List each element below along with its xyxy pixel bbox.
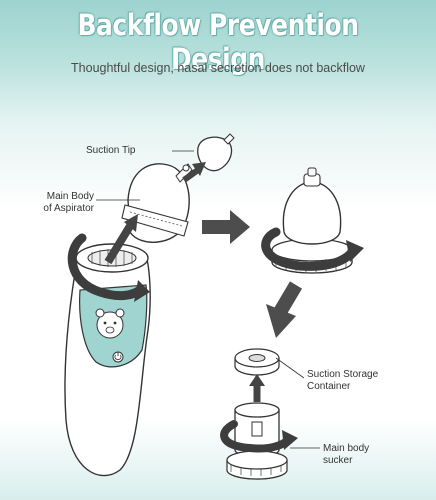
aspirator-head [121, 163, 193, 243]
arrow-right [202, 210, 250, 244]
label-storage-container: Suction Storage Container [307, 369, 378, 393]
arrow-up-to-head [104, 223, 134, 265]
rotate-arrow-bottom [220, 420, 298, 453]
label-storage-line2: Container [307, 381, 351, 392]
label-sucker-line2: sucker [323, 455, 353, 466]
label-storage-line1: Suction Storage [307, 369, 379, 380]
aspirator-body [64, 243, 151, 477]
rotate-arrow-right [261, 227, 364, 271]
label-sucker-line1: Main body [323, 443, 370, 454]
label-main-body-line2: of Aspirator [43, 203, 94, 214]
main-body-sucker [226, 402, 288, 480]
arrow-down-left [266, 281, 303, 338]
page-subtitle: Thoughtful design, nasal secretion does … [71, 61, 365, 75]
bear-face-icon [95, 308, 125, 339]
power-icon [112, 351, 124, 363]
page-title: Backflow Prevention Design [77, 8, 359, 76]
label-suction-tip: Suction Tip [86, 145, 136, 156]
suction-storage-container [234, 348, 280, 376]
arrow-up-to-tip [182, 167, 200, 183]
label-main-body-sucker: Main body sucker [323, 443, 369, 467]
label-main-body-line1: Main Body [46, 191, 94, 202]
label-main-body: Main Body of Aspirator [22, 191, 94, 215]
rotate-arrow-left [67, 233, 150, 302]
